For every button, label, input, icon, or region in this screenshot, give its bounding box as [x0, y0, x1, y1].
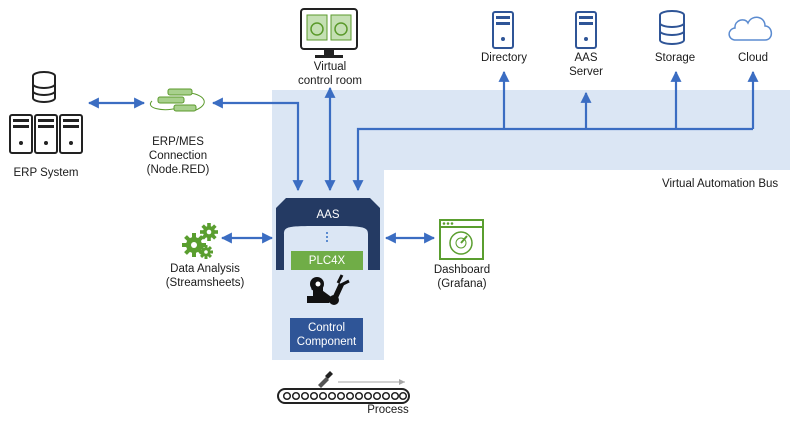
virtual-control-room-line1: Virtual: [313, 61, 347, 73]
erp-mes-label: ERP/MES Connection (Node.RED): [130, 135, 226, 177]
dashboard-line2: (Grafana): [437, 278, 487, 290]
data-analysis-line1: Data Analysis: [170, 263, 240, 275]
robot-arm-icon: [307, 274, 350, 305]
arrow-nodered-aas: [211, 97, 304, 192]
aas-shell: [276, 198, 380, 270]
storage-icon: [659, 10, 685, 45]
connection-arrows: [87, 70, 759, 244]
dashboard-line1: Dashboard: [433, 264, 491, 276]
plc4x-label: PLC4X: [308, 255, 346, 267]
erp-mes-label-line1: ERP/MES: [152, 136, 204, 148]
node-red-flow-icon: [149, 88, 205, 112]
process-tool-icon: [318, 371, 333, 388]
storage-label: Storage: [654, 52, 696, 64]
process-label: Process: [367, 404, 409, 416]
aas-server-line2: Server: [569, 66, 603, 78]
erp-system-icon: [9, 71, 83, 154]
process-direction-arrow: [338, 379, 405, 385]
bus-trunk: [352, 127, 753, 192]
aas-server-icon: [575, 11, 597, 49]
cloud-icon: [728, 16, 773, 41]
control-component-line2: Component: [296, 336, 357, 348]
erp-system-label: ERP System: [13, 167, 79, 179]
aas-label: AAS: [316, 209, 340, 221]
control-component-line1: Control: [307, 322, 346, 334]
erp-mes-label-line3: (Node.RED): [146, 164, 210, 176]
directory-label: Directory: [480, 52, 527, 64]
virtual-automation-bus-label: Virtual Automation Bus: [662, 178, 779, 190]
dashboard-icon: [439, 219, 484, 260]
directory-server-icon: [492, 11, 514, 49]
virtual-automation-bus: [272, 90, 790, 360]
aas-server-label: AAS Server: [560, 51, 612, 79]
erp-mes-label-line2: Connection: [148, 150, 208, 162]
aas-server-line1: AAS: [574, 52, 598, 64]
control-component-block: [290, 318, 363, 352]
virtual-control-room-line2: control room: [298, 75, 362, 87]
gears-icon: [182, 223, 218, 259]
virtual-control-room-label: Virtual control room: [280, 60, 380, 88]
control-component-label: Control Component: [290, 321, 363, 349]
conveyor-belt-icon: [277, 388, 410, 404]
data-analysis-label: Data Analysis (Streamsheets): [150, 262, 260, 290]
dashboard-label: Dashboard (Grafana): [422, 263, 502, 291]
cloud-label: Cloud: [737, 52, 769, 64]
monitor-icon: [300, 8, 358, 58]
plc4x-block: [291, 251, 363, 270]
aas-plc-link-dots: [326, 232, 328, 242]
data-analysis-line2: (Streamsheets): [165, 277, 245, 289]
